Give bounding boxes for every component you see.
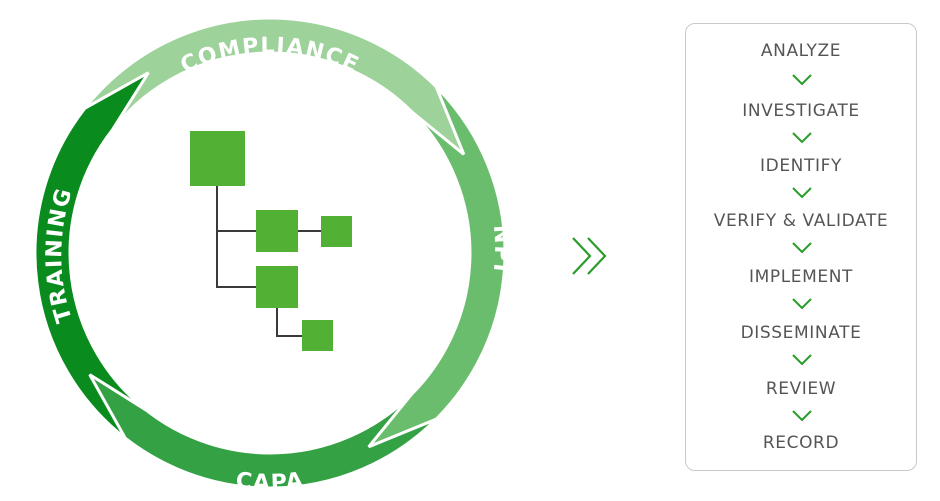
hierarchy-node-leaf-2 <box>302 320 333 351</box>
step-analyze: ANALYZE <box>760 41 842 61</box>
cycle-segment-training <box>33 71 150 440</box>
segment-label-capa: CAPA <box>234 468 306 496</box>
segment-label-npi: NPI <box>488 224 515 274</box>
hierarchy-node-leaf-1 <box>321 216 352 247</box>
hierarchy-node-child-2 <box>256 266 298 308</box>
process-steps-panel: ANALYZE INVESTIGATE IDENTIFY VERIFY & VA… <box>685 23 917 471</box>
double-chevron-right-icon <box>572 237 607 275</box>
hierarchy-node-child-1 <box>256 210 298 252</box>
step-implement: IMPLEMENT <box>748 267 854 287</box>
step-disseminate: DISSEMINATE <box>740 323 862 343</box>
step-identify: IDENTIFY <box>760 156 842 176</box>
chevron-down-icon <box>792 410 812 422</box>
step-verify-validate: VERIFY & VALIDATE <box>713 211 889 231</box>
hierarchy-icon <box>190 131 352 351</box>
step-review: REVIEW <box>765 379 837 399</box>
hierarchy-connector-lines <box>216 186 321 337</box>
step-record: RECORD <box>762 433 840 453</box>
chevron-down-icon <box>792 74 812 86</box>
cycle-segment-capa <box>74 350 438 490</box>
chevron-down-icon <box>792 132 812 144</box>
step-investigate: INVESTIGATE <box>742 101 860 121</box>
chevron-down-icon <box>792 298 812 310</box>
chevron-down-icon <box>792 354 812 366</box>
process-cycle-diagram: COMPLIANCE NPI CAPA TRAINING <box>33 18 515 496</box>
chevron-down-icon <box>792 187 812 199</box>
chevron-down-icon <box>792 242 812 254</box>
cycle-segment-npi <box>346 85 507 458</box>
hierarchy-node-root <box>190 131 245 186</box>
